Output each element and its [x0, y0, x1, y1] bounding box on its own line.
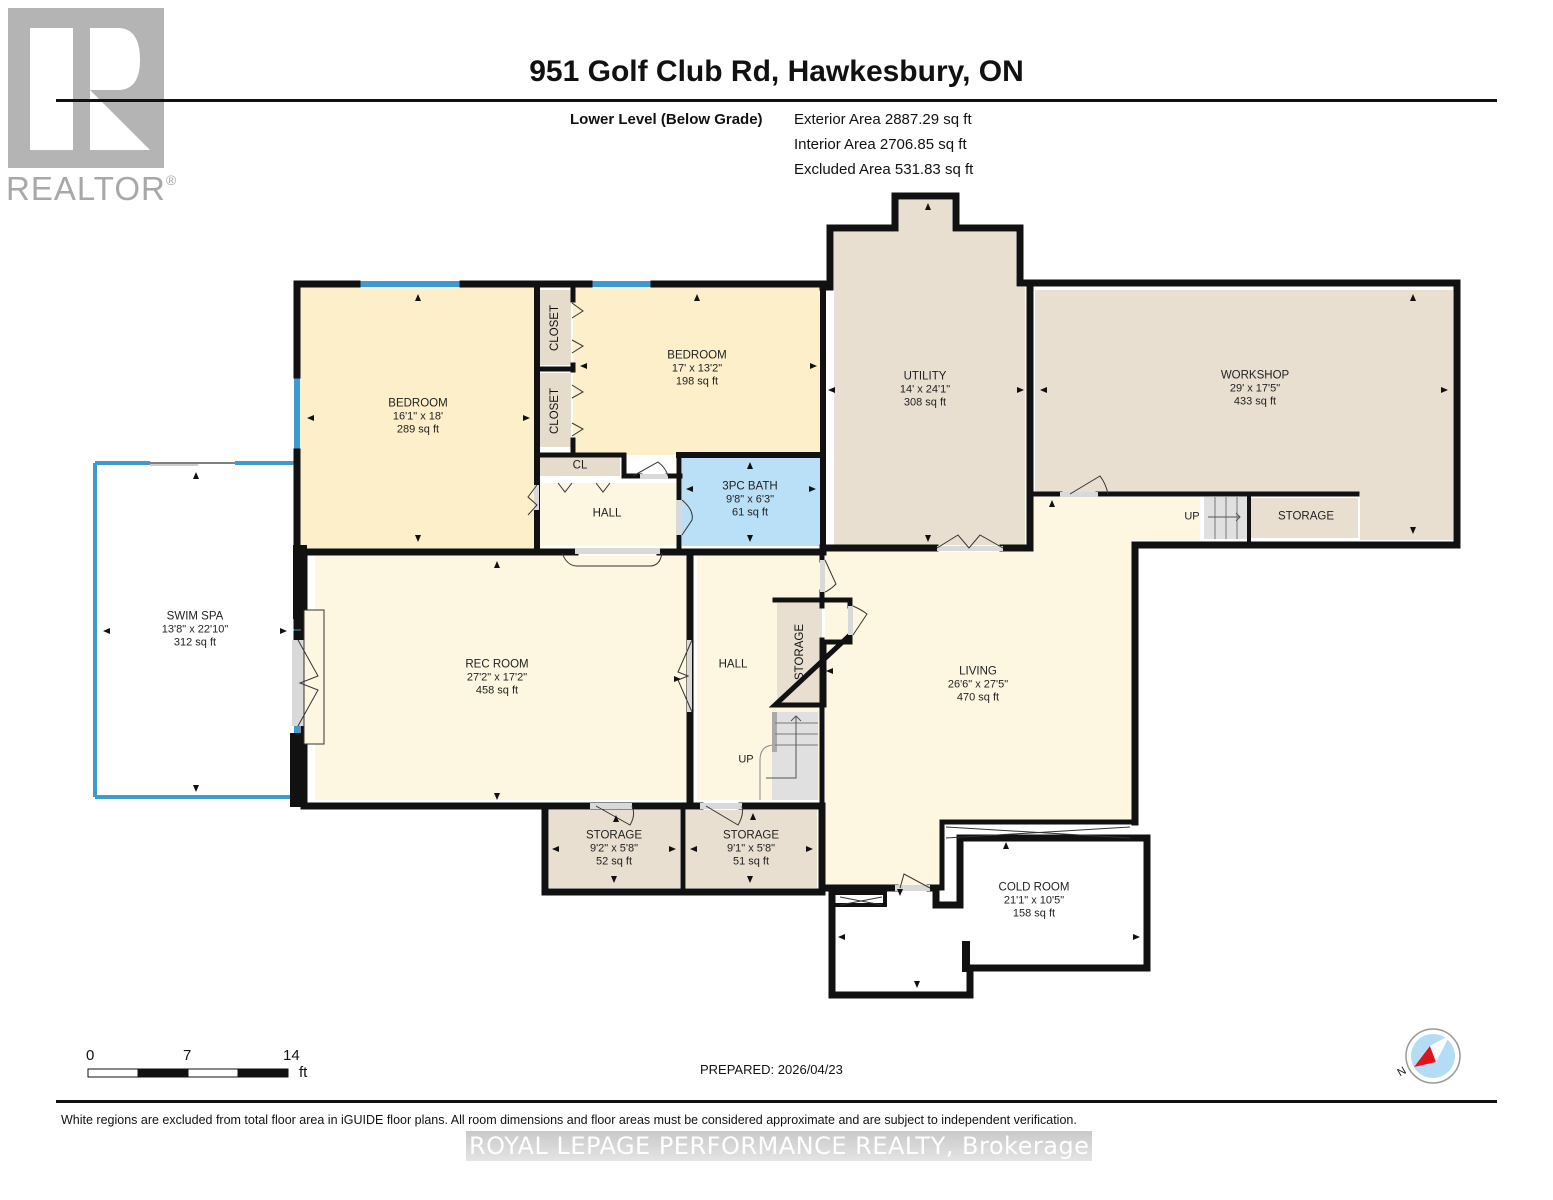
storage-hall-fill — [777, 603, 822, 704]
room-closet-1: CLOSET — [549, 304, 561, 352]
interior-area: Interior Area 2706.85 sq ft — [794, 136, 967, 153]
compass-icon — [1405, 1028, 1461, 1084]
room-area: 470 sq ft — [956, 691, 1000, 704]
room-name: COLD ROOM — [998, 881, 1070, 894]
room-dims: 9'8" x 6'3" — [725, 493, 775, 506]
room-name: BEDROOM — [388, 397, 448, 410]
stairs-workshop-label: UP — [1184, 510, 1200, 523]
header-divider — [56, 99, 1497, 102]
scale-tick-7: 7 — [183, 1047, 192, 1064]
level-name: Lower Level (Below Grade) — [570, 111, 763, 128]
room-cl: CL — [573, 460, 588, 473]
room-utility: UTILITY 14' x 24'1" 308 sq ft — [900, 371, 950, 410]
room-rec-room: REC ROOM 27'2" x 17'2" 458 sq ft — [465, 659, 528, 698]
stairs-hall-label: UP — [738, 753, 754, 766]
scale-tick-14: 14 — [283, 1047, 300, 1064]
room-area: 289 sq ft — [396, 423, 440, 436]
room-area: 51 sq ft — [732, 855, 770, 868]
room-closet-2: CLOSET — [549, 387, 561, 435]
prepared-date: PREPARED: 2026/04/23 — [700, 1062, 843, 1077]
room-bedroom-2: BEDROOM 17' x 13'2" 198 sq ft — [667, 350, 726, 389]
room-area: 308 sq ft — [903, 396, 947, 409]
workshop-fill — [1035, 290, 1453, 540]
room-name: UTILITY — [903, 370, 947, 383]
exterior-area: Exterior Area 2887.29 sq ft — [794, 111, 972, 128]
dimension-arrows — [103, 203, 1448, 988]
room-dims: 17' x 13'2" — [671, 362, 723, 375]
swim-spa-fill — [95, 465, 293, 797]
storage-2-fill — [686, 810, 817, 888]
room-cold-room: COLD ROOM 21'1" x 10'5" 158 sq ft — [999, 882, 1070, 921]
room-name: REC ROOM — [465, 658, 529, 671]
room-workshop: WORKSHOP 29' x 17'5" 433 sq ft — [1221, 370, 1289, 409]
room-hall-1: HALL — [593, 508, 622, 521]
room-name: HALL — [592, 507, 622, 520]
hall-1-fill — [540, 483, 676, 546]
stairs-workshop-drawing — [1204, 497, 1248, 539]
closet-1-fill — [539, 290, 571, 365]
swim-spa-glass — [93, 461, 294, 799]
scale-tick-0: 0 — [86, 1047, 95, 1064]
room-name: LIVING — [959, 665, 997, 678]
cl-fill — [540, 456, 620, 476]
scale-bar — [87, 1068, 289, 1078]
realtor-r-icon — [30, 28, 150, 150]
room-name: STORAGE — [722, 829, 780, 842]
room-area: 198 sq ft — [675, 375, 719, 388]
windows — [294, 281, 654, 734]
room-dims: 21'1" x 10'5" — [1003, 894, 1065, 907]
scale-unit: ft — [299, 1064, 308, 1081]
room-dims: 13'8" x 22'10" — [161, 623, 229, 636]
room-area: 433 sq ft — [1233, 395, 1277, 408]
room-dims: 14' x 24'1" — [899, 383, 951, 396]
room-name: WORKSHOP — [1220, 369, 1290, 382]
room-dims: 9'1" x 5'8" — [726, 842, 776, 855]
room-name: 3PC BATH — [722, 480, 778, 493]
room-area: 458 sq ft — [475, 684, 519, 697]
bedroom-2-fill — [573, 287, 823, 455]
excluded-area: Excluded Area 531.83 sq ft — [794, 161, 974, 178]
room-storage-2: STORAGE 9'1" x 5'8" 51 sq ft — [723, 830, 779, 869]
room-storage-1: STORAGE 9'2" x 5'8" 52 sq ft — [586, 830, 642, 869]
stairs-hall-drawing — [759, 712, 818, 800]
room-name: HALL — [718, 658, 748, 671]
room-dims: 26'6" x 27'5" — [947, 678, 1009, 691]
page-title: 951 Golf Club Rd, Hawkesbury, ON — [529, 55, 1024, 88]
utility-fill — [834, 200, 1025, 545]
room-name: BEDROOM — [667, 349, 727, 362]
bedroom-1-fill — [300, 287, 535, 549]
closet-2-fill — [539, 373, 571, 447]
disclaimer: White regions are excluded from total fl… — [61, 1113, 1077, 1127]
room-bedroom-1: BEDROOM 16'1" x 18' 289 sq ft — [388, 398, 447, 437]
room-dims: 9'2" x 5'8" — [589, 842, 639, 855]
room-swim-spa: SWIM SPA 13'8" x 22'10" 312 sq ft — [162, 611, 228, 650]
room-living: LIVING 26'6" x 27'5" 470 sq ft — [948, 666, 1008, 705]
room-area: 312 sq ft — [173, 636, 217, 649]
room-name: STORAGE — [1277, 510, 1335, 523]
room-fills — [95, 200, 1453, 888]
realtor-logo — [8, 8, 164, 168]
room-dims: 27'2" x 17'2" — [466, 671, 528, 684]
room-storage-hall: STORAGE — [794, 623, 806, 681]
room-dims: 29' x 17'5" — [1229, 382, 1281, 395]
room-hall-2: HALL — [719, 659, 748, 672]
room-name: SWIM SPA — [166, 610, 224, 623]
realtor-wordmark: REALTOR® — [6, 170, 178, 207]
storage-1-fill — [549, 810, 680, 888]
living-fill — [825, 497, 1200, 888]
footer-divider — [56, 1100, 1497, 1103]
doors — [292, 302, 1131, 906]
room-dims: 16'1" x 18' — [392, 410, 444, 423]
room-name: STORAGE — [585, 829, 643, 842]
room-bath: 3PC BATH 9'8" x 6'3" 61 sq ft — [722, 481, 777, 520]
brokerage-watermark: ROYAL LEPAGE PERFORMANCE REALTY, Brokera… — [466, 1131, 1093, 1161]
room-area: 158 sq ft — [1012, 907, 1056, 920]
room-storage-workshop: STORAGE — [1278, 511, 1334, 524]
room-area: 52 sq ft — [595, 855, 633, 868]
room-name: CL — [572, 459, 588, 472]
room-area: 61 sq ft — [731, 506, 769, 519]
storage-workshop-fill — [1250, 498, 1358, 538]
bath-fill — [682, 458, 820, 546]
rec-room-fill — [315, 556, 690, 800]
